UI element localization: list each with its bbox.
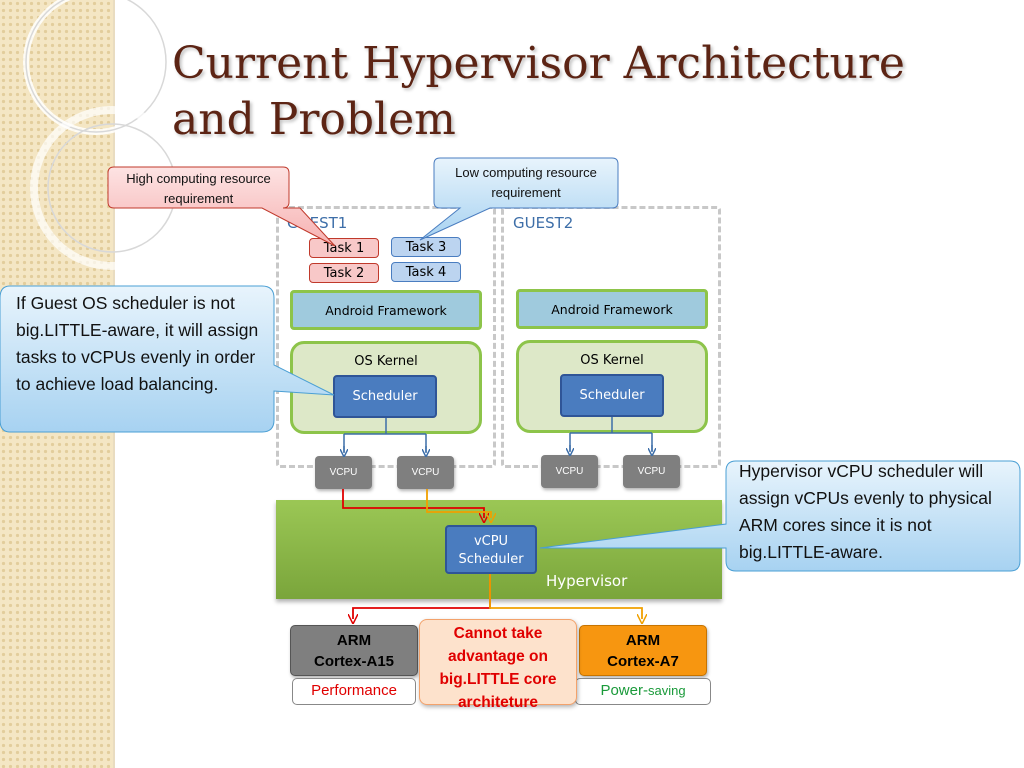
vcpu1-to-hypervisor — [342, 489, 484, 518]
guest1-container — [276, 206, 496, 468]
hypervisor-label: Hypervisor — [546, 572, 628, 590]
hypervisor-to-a15 — [353, 574, 491, 619]
guest2-vcpu-1: VCPU — [541, 455, 598, 488]
guest1-vcpu-2: VCPU — [397, 456, 454, 489]
core-a15-line-1: ARM — [336, 632, 372, 649]
task-2: Task 2 — [309, 263, 379, 283]
guest2-android-framework: Android Framework — [516, 289, 708, 329]
power-saving-label: Power-saving — [575, 678, 711, 705]
guest2-label: GUEST2 — [513, 214, 574, 232]
performance-label: Performance — [292, 678, 416, 705]
core-a7-line-1: ARM — [625, 632, 661, 649]
guest1-scheduler: Scheduler — [333, 375, 437, 418]
low-callout-balloon — [419, 157, 619, 241]
core-a7-line-2: Cortex-A7 — [607, 653, 679, 670]
core-a15-line-2: Cortex-A15 — [313, 653, 395, 670]
guest-os-scheduler-callout: If Guest OS scheduler is not big.LITTLE-… — [16, 293, 259, 394]
power-saving-label-small: saving — [647, 683, 686, 698]
vcpu-scheduler-line-1: vCPU — [473, 534, 509, 549]
task-3: Task 3 — [391, 237, 461, 257]
power-saving-label-main: Power- — [600, 682, 648, 699]
guest2-scheduler: Scheduler — [560, 374, 664, 417]
low-computing-callout: Low computing resource requirement — [455, 165, 597, 200]
hypervisor-to-a7 — [489, 574, 642, 619]
guest2-sched-connector — [569, 417, 653, 451]
guest1-os-kernel-label: OS Kernel — [354, 354, 418, 369]
cannot-take-advantage-warning: Cannot take advantage on big.LITTLE core… — [419, 619, 577, 711]
high-computing-callout: High computing resource requirement — [126, 171, 271, 206]
guest1-sched-connector — [343, 418, 427, 452]
guest2-vcpu-2: VCPU — [623, 455, 680, 488]
core-cortex-a15: ARM Cortex-A15 — [290, 625, 418, 676]
task-4: Task 4 — [391, 262, 461, 282]
vcpu-scheduler: vCPU Scheduler — [445, 525, 537, 574]
guest-os-callout-balloon — [0, 285, 335, 433]
vcpu2-to-hypervisor — [426, 489, 491, 518]
title-line-2: and Problem — [172, 94, 456, 145]
high-callout-balloon — [107, 166, 336, 247]
guest1-android-framework: Android Framework — [290, 290, 482, 330]
core-cortex-a7: ARM Cortex-A7 — [579, 625, 707, 676]
guest2-os-kernel-label: OS Kernel — [580, 353, 644, 368]
hypervisor-callout-balloon — [539, 460, 1021, 572]
title-line-1: Current Hypervisor Architecture — [172, 38, 905, 89]
vcpu-scheduler-line-2: Scheduler — [458, 552, 524, 567]
hypervisor-scheduler-callout: Hypervisor vCPU scheduler will assign vC… — [739, 461, 992, 562]
slide-title: Current Hypervisor Architecture and Prob… — [172, 36, 972, 148]
guest1-vcpu-1: VCPU — [315, 456, 372, 489]
